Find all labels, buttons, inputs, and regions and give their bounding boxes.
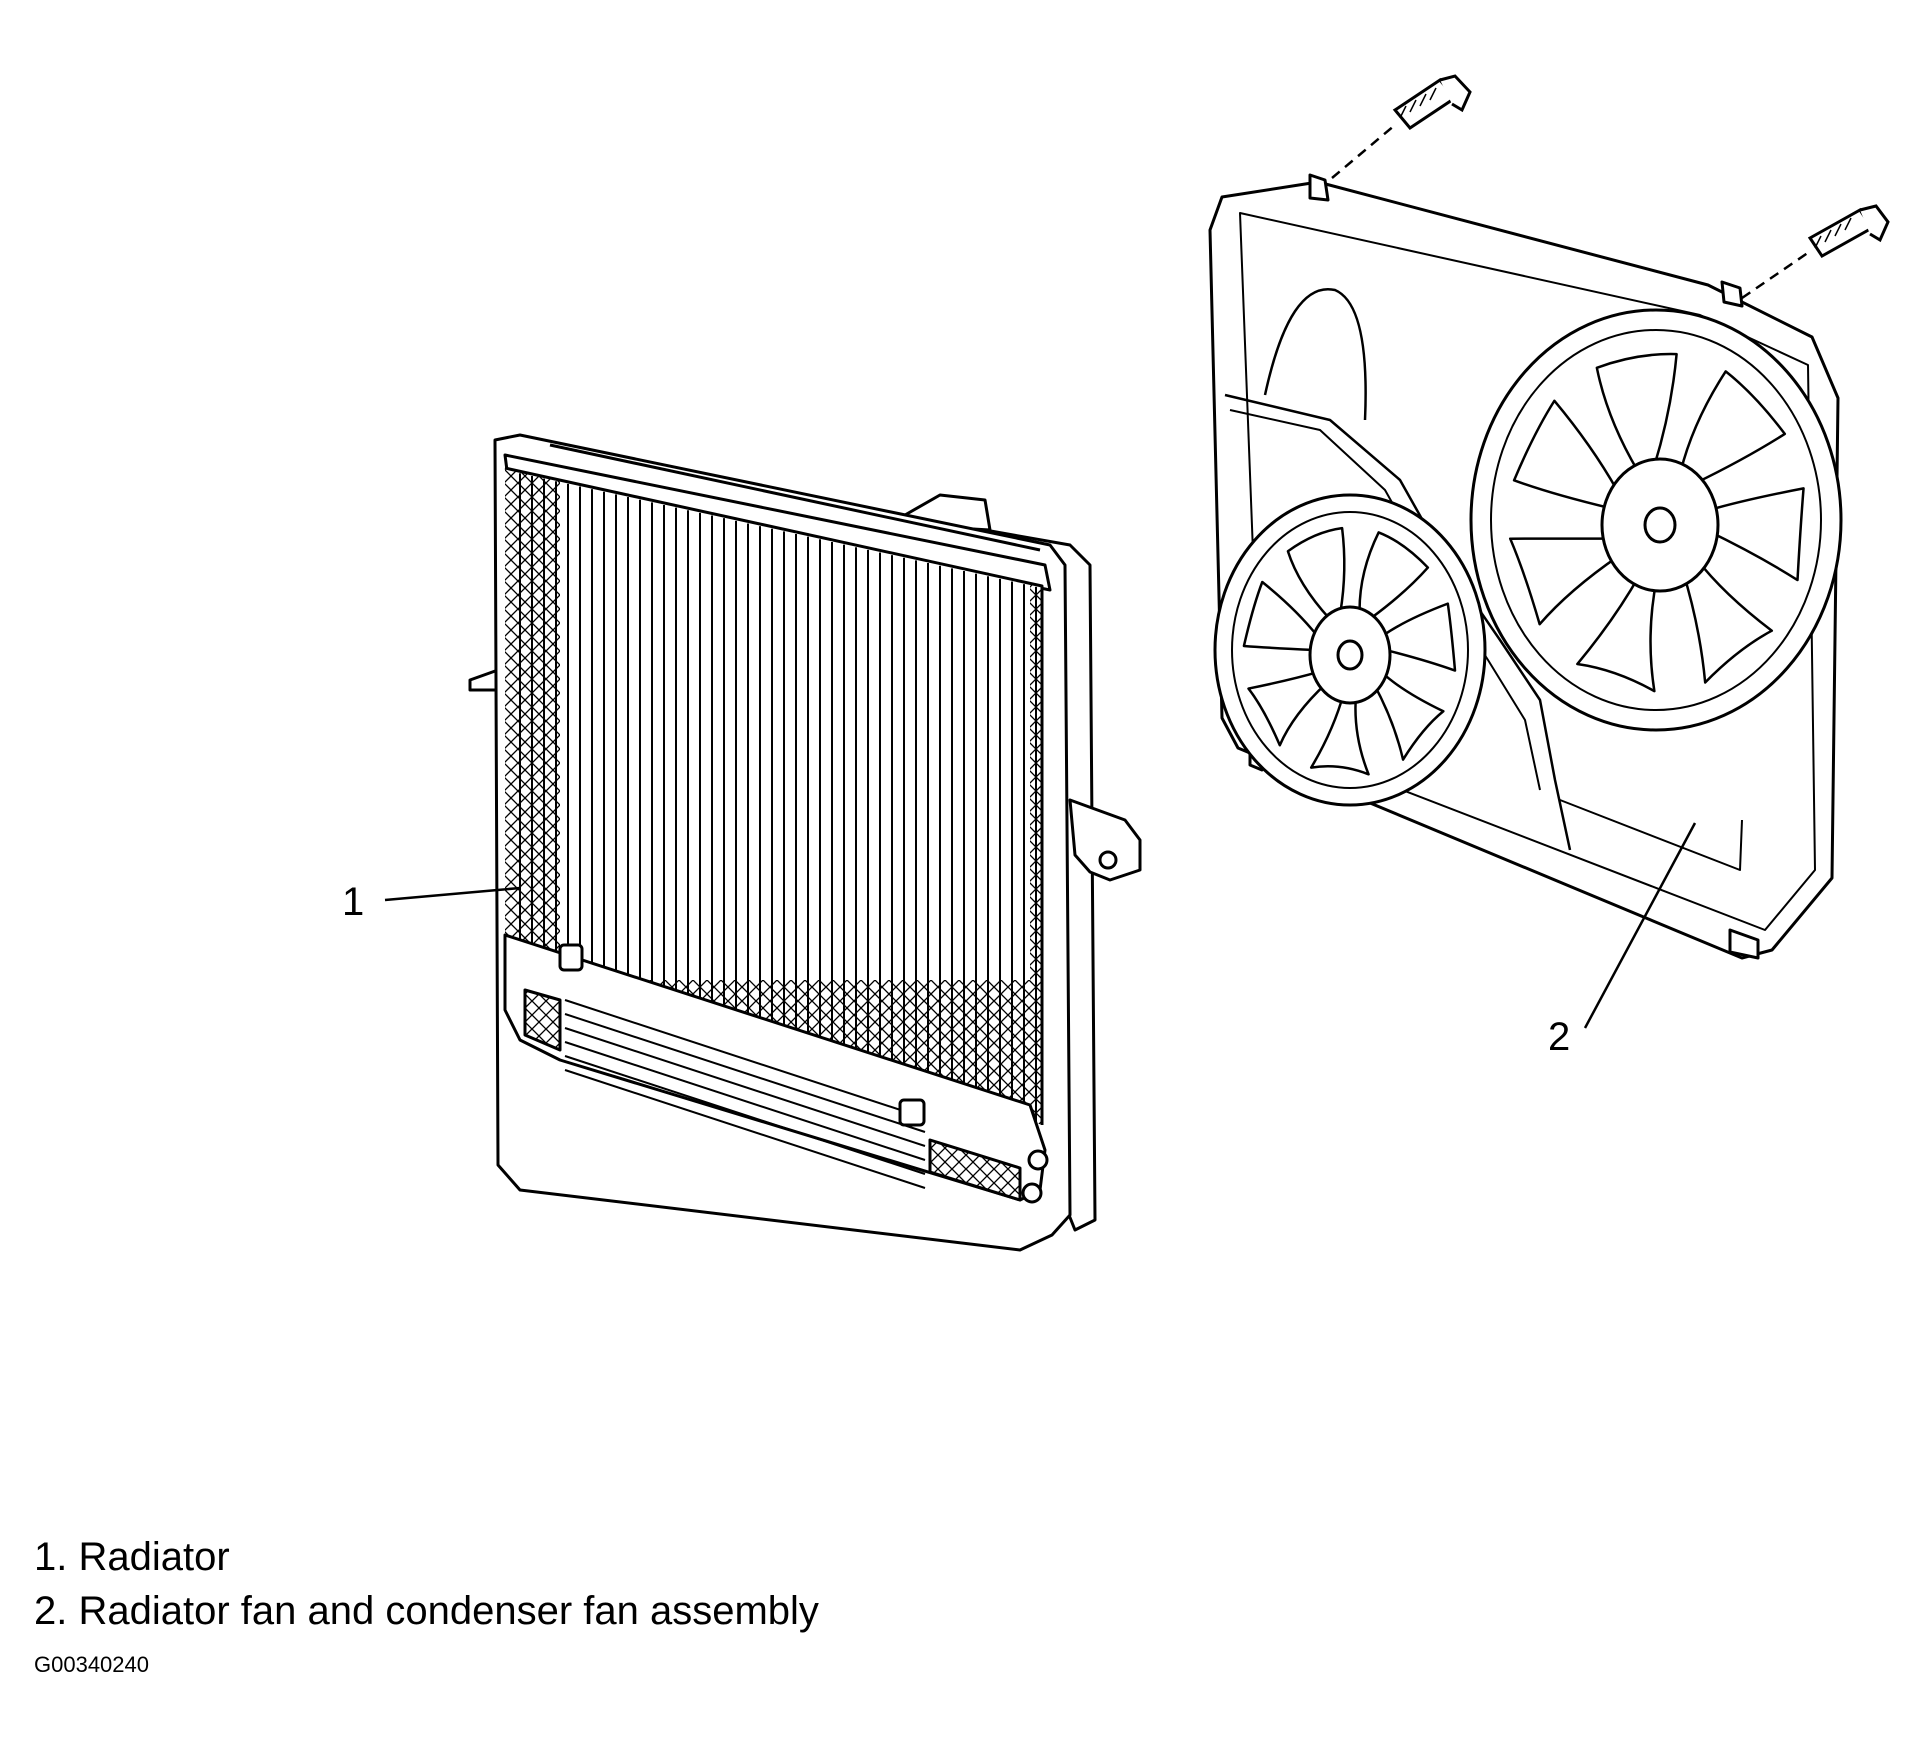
bolt-top-right-icon (1807, 204, 1890, 258)
figure-code: G00340240 (34, 1652, 149, 1677)
fan-blade (1512, 399, 1619, 510)
legend-label: Radiator fan and condenser fan assembly (78, 1589, 819, 1633)
fan-blade (1372, 670, 1445, 761)
shroud-louver (564, 1013, 926, 1133)
shroud-louver (564, 999, 926, 1119)
fan-blade (1679, 370, 1787, 485)
callout-1-label: 1 (342, 880, 364, 924)
shroud-louver (564, 1041, 926, 1161)
fan-blade (1681, 556, 1774, 684)
fan-blade (1358, 531, 1430, 620)
legend-item-1: 1. Radiator (34, 1530, 819, 1584)
bolt-top-left-icon (1392, 74, 1472, 130)
fan-blade (1242, 580, 1319, 652)
fan-assembly-drawing (1208, 173, 1843, 960)
fan-blade (1508, 537, 1620, 626)
legend-number: 2. (34, 1589, 68, 1633)
fan-blade (1286, 526, 1346, 620)
fan-blade (1576, 573, 1659, 693)
fan-blade (1247, 670, 1328, 747)
legend-item-2: 2. Radiator fan and condenser fan assemb… (34, 1584, 819, 1638)
shroud-louver (564, 1069, 926, 1189)
fan-blade (1705, 487, 1805, 582)
parts-legend: 1. Radiator 2. Radiator fan and condense… (34, 1530, 819, 1638)
shroud-louver (564, 1055, 926, 1175)
radiator-drawing (468, 433, 1142, 1252)
legend-label: Radiator (78, 1535, 230, 1579)
fan-blade (1381, 602, 1457, 672)
shroud-louver (564, 1027, 926, 1147)
fan-blade (1309, 691, 1370, 776)
legend-number: 1. (34, 1535, 68, 1579)
fan-blade (1595, 352, 1678, 472)
callout-2-label: 2 (1548, 1015, 1570, 1059)
